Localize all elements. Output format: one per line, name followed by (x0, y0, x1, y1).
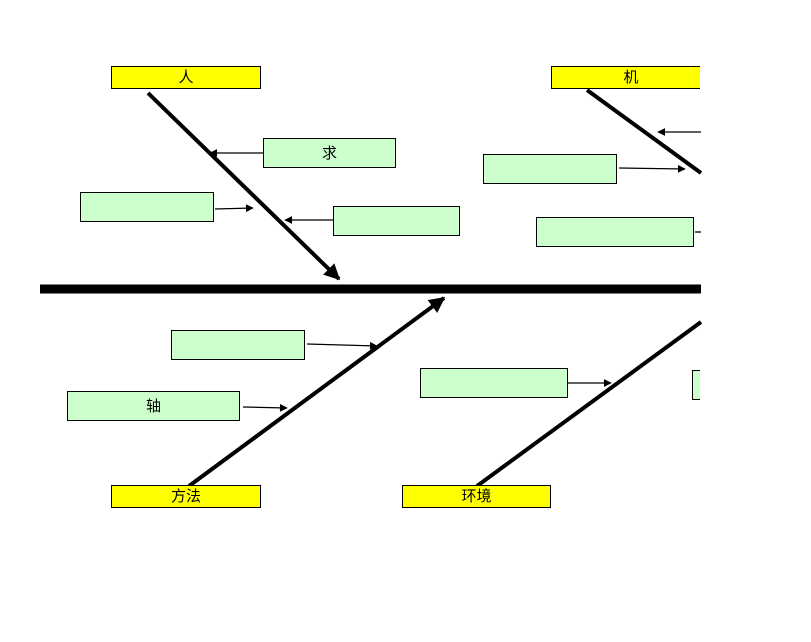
cause-method-1 (171, 330, 305, 360)
cause-environment-1 (420, 368, 568, 398)
cause-machine-1 (483, 154, 617, 184)
cause-machine-2 (536, 217, 694, 247)
cause-people-2 (80, 192, 214, 222)
cause-people-1: 求 (263, 138, 396, 168)
cause-method-2: 轴 (67, 391, 240, 421)
arrow-method-2 (242, 403, 288, 412)
arrow-people-2 (214, 204, 254, 213)
cause-people-3 (333, 206, 460, 236)
diagram-clip: 人 机 方法 环境 求 轴 (67, 66, 700, 508)
category-environment: 环境 (402, 485, 551, 508)
bone-environment (475, 320, 703, 488)
bone-machine (585, 88, 703, 175)
bone-people (146, 91, 341, 281)
category-machine: 机 (551, 66, 700, 89)
arrow-method-1 (306, 341, 378, 350)
arrow-machine-1 (618, 164, 686, 173)
category-people: 人 (111, 66, 261, 89)
bone-method (187, 296, 446, 488)
category-method: 方法 (111, 485, 261, 508)
cause-environment-2 (692, 370, 700, 400)
